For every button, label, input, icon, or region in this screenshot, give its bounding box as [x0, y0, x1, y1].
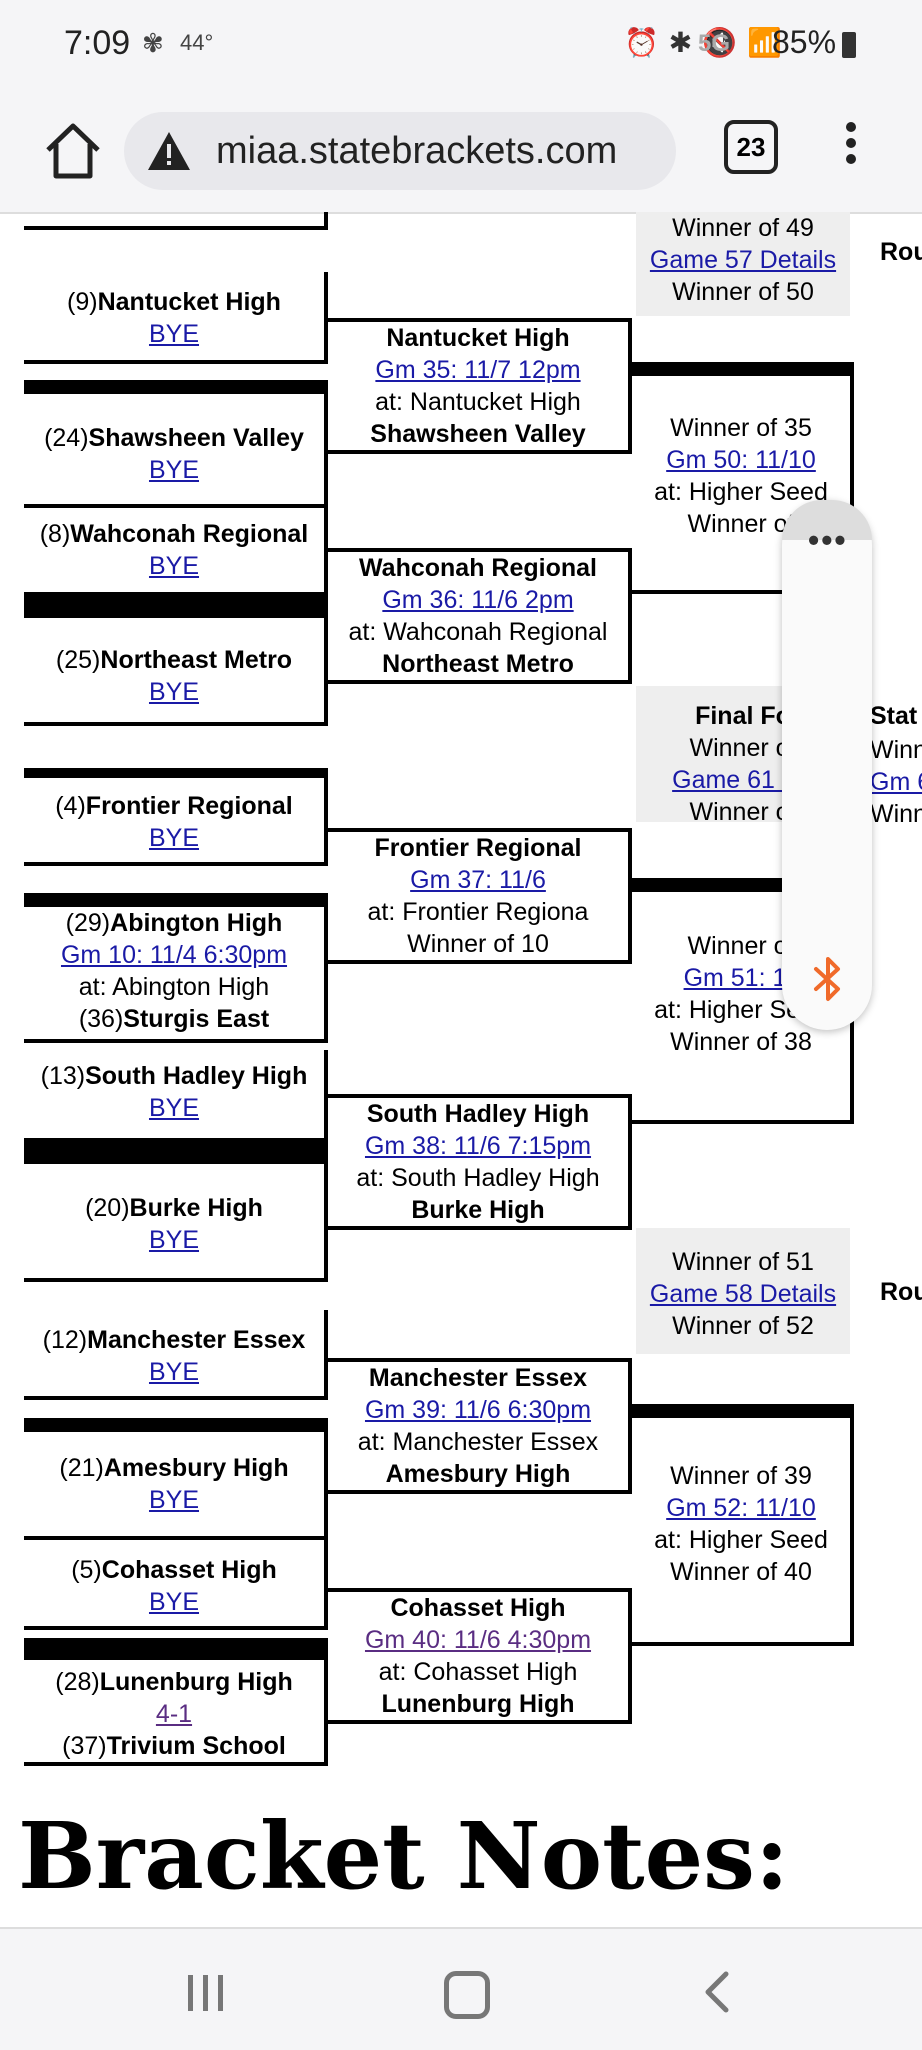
back-icon[interactable] [702, 1971, 732, 2013]
seed-entry: (13)South Hadley High BYE [24, 1050, 328, 1142]
game-details-link[interactable]: Game 58 Details [649, 1280, 837, 1308]
bracket-divider [24, 1638, 328, 1660]
game-box: Nantucket High Gm 35: 11/7 12pm at: Nant… [328, 318, 632, 454]
game-box: South Hadley High Gm 38: 11/6 7:15pm at:… [328, 1094, 632, 1230]
battery-percent: 85% [772, 24, 837, 60]
round-label: Rou [880, 1278, 922, 1306]
bracket-divider [24, 768, 328, 778]
bracket-divider [24, 596, 328, 618]
game-box: Manchester Essex Gm 39: 11/6 6:30pm at: … [328, 1358, 632, 1494]
bracket-cell [24, 212, 328, 230]
status-icons: ⏰✱🔇📶 [623, 27, 792, 58]
bye-link[interactable]: BYE [148, 1358, 200, 1386]
seed-entry: (25)Northeast Metro BYE [24, 618, 328, 726]
state-label: Stat [870, 702, 918, 730]
game-link[interactable]: Gm 35: 11/7 12pm [375, 356, 581, 384]
state-line: Winn [870, 736, 922, 764]
bye-link[interactable]: BYE [148, 1226, 200, 1254]
game-link[interactable]: Gm 52: 11/10 [666, 1494, 816, 1522]
game-link[interactable]: Gm 37: 11/6 [410, 866, 546, 894]
weather-icon: ✾ [142, 28, 164, 58]
home-button-icon[interactable] [444, 1971, 490, 2019]
seed-entry: (12)Manchester Essex BYE [24, 1310, 328, 1400]
bye-link[interactable]: BYE [148, 320, 200, 348]
home-icon[interactable] [38, 116, 108, 186]
game-box: Frontier Regional Gm 37: 11/6 at: Fronti… [328, 828, 632, 964]
game-link[interactable]: 4-1 [155, 1700, 193, 1728]
state-link: Gm 6 [870, 768, 922, 796]
game-link[interactable]: Gm 39: 11/6 6:30pm [364, 1396, 592, 1424]
round-label: Rou [880, 238, 922, 266]
more-icon[interactable]: ••• [808, 522, 848, 558]
clock: 7:09 [64, 24, 131, 62]
state-line: Winn [870, 800, 922, 828]
warning-icon[interactable] [146, 130, 192, 172]
game-box: Cohasset High Gm 40: 11/6 4:30pm at: Coh… [328, 1588, 632, 1724]
battery-icon [842, 32, 856, 58]
game-details-link[interactable]: Game 57 Details [649, 246, 837, 274]
bye-link[interactable]: BYE [148, 1588, 200, 1616]
bracket-notes-heading: Bracket Notes: [18, 1802, 789, 1910]
seed-entry: (24)Shawsheen Valley BYE [24, 394, 328, 508]
game-link[interactable]: Gm 40: 11/6 4:30pm [364, 1626, 592, 1654]
system-nav-bar [0, 1927, 922, 2050]
tab-switcher-button[interactable]: 23 [724, 120, 778, 174]
bracket-content: (9)Nantucket High BYE (24)Shawsheen Vall… [0, 212, 922, 1927]
seed-entry: (5)Cohasset High BYE [24, 1538, 328, 1630]
seed-entry: (8)Wahconah Regional BYE [24, 504, 328, 596]
game-details-box: Winner of 51 Game 58 Details Winner of 5… [636, 1228, 850, 1354]
url-text: miaa.statebrackets.com [216, 130, 618, 172]
bye-link[interactable]: BYE [148, 456, 200, 484]
game-link[interactable]: Gm 10: 11/4 6:30pm [60, 941, 288, 969]
bye-link[interactable]: BYE [148, 824, 200, 852]
address-bar[interactable]: miaa.statebrackets.com [124, 112, 676, 190]
game-box: Winner of 39 Gm 52: 11/10 at: Higher See… [632, 1418, 854, 1646]
game-link[interactable]: Gm 50: 11/10 [666, 446, 816, 474]
bracket-divider [24, 1142, 328, 1164]
game-box: Wahconah Regional Gm 36: 11/6 2pm at: Wa… [328, 548, 632, 684]
seed-entry: (28)Lunenburg High 4-1 (37)Trivium Schoo… [24, 1660, 328, 1766]
network-type: 5G [698, 30, 731, 57]
bracket-divider [24, 1418, 328, 1432]
recent-apps-icon[interactable] [186, 1973, 226, 2013]
bye-link[interactable]: BYE [148, 1486, 200, 1514]
bracket-divider [632, 1404, 854, 1418]
seed-entry: (20)Burke High BYE [24, 1164, 328, 1282]
game-link[interactable]: Gm 36: 11/6 2pm [382, 586, 574, 614]
more-menu-icon[interactable] [836, 118, 866, 178]
floating-panel[interactable]: ••• [782, 500, 872, 1030]
browser-toolbar: miaa.statebrackets.com 23 [0, 90, 922, 214]
bye-link[interactable]: BYE [148, 552, 200, 580]
bracket-divider [24, 893, 328, 907]
game-link[interactable]: Gm 38: 11/6 7:15pm [364, 1132, 592, 1160]
game-details-box: Winner of 49 Game 57 Details Winner of 5… [636, 212, 850, 316]
seed-entry: (9)Nantucket High BYE [24, 272, 328, 364]
temperature: 44° [180, 30, 214, 55]
seed-entry: (4)Frontier Regional BYE [24, 778, 328, 866]
seed-entry: (29)Abington High Gm 10: 11/4 6:30pm at:… [24, 907, 328, 1043]
bluetooth-icon[interactable] [808, 955, 848, 1003]
bye-link[interactable]: BYE [148, 1094, 200, 1122]
game-link[interactable]: Gm 51: 11 [683, 964, 799, 992]
game-box: Winner of 35 Gm 50: 11/10 at: Higher See… [632, 376, 854, 594]
seed-entry: (21)Amesbury High BYE [24, 1432, 328, 1540]
bracket-divider [632, 362, 854, 376]
bye-link[interactable]: BYE [148, 678, 200, 706]
status-bar: 7:09 ✾ 44° ⏰✱🔇📶 5G 85% [0, 0, 922, 90]
bracket-divider [24, 380, 328, 394]
